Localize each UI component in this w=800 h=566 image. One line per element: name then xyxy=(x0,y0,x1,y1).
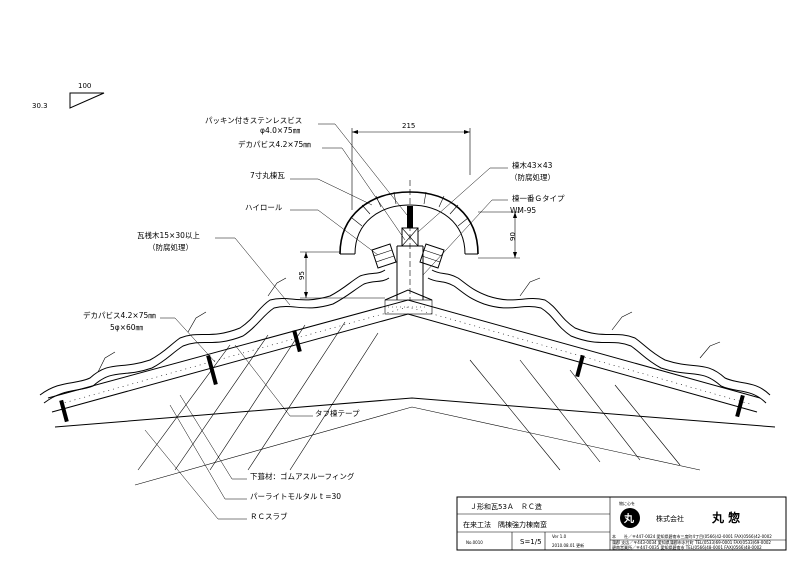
leader-packing-screw: パッキン付きステンレスビス φ4.0×75㎜ xyxy=(205,115,408,216)
label-deca-screw-top: デカパビス4.2×75㎜ xyxy=(238,139,311,149)
label-ridge-g-model: WM-95 xyxy=(510,206,536,215)
ridge-base xyxy=(384,289,433,315)
leader-slab: ＲＣスラブ xyxy=(144,429,288,521)
slope-indicator: 100 30.3 xyxy=(32,82,105,110)
label-mortar: パーライトモルタル t =30 xyxy=(250,492,341,501)
leader-batten: 瓦桟木15×30以上 （防腐処理） xyxy=(137,230,291,306)
leader-mortar: パーライトモルタル t =30 xyxy=(169,404,341,501)
label-batten-note: （防腐処理） xyxy=(148,242,193,252)
dimension-90: 90 xyxy=(478,211,520,259)
company-address-2: 蒲郡 支店／〒443-0034 愛知県蒲郡市水竹町 TEL(0533)69-00… xyxy=(612,539,771,545)
label-packing-screw: パッキン付きステンレスビス xyxy=(205,115,302,125)
title-line-1: Ｊ形和瓦53Ａ ＲＣ造 xyxy=(470,502,542,511)
label-slab: ＲＣスラブ xyxy=(250,511,288,521)
drawing-number: No.0010 xyxy=(466,540,483,545)
company-motto: 物に心を xyxy=(619,500,635,506)
leader-ridge-wood: 棟木43×43 （防腐処理） xyxy=(417,160,555,233)
label-deca-screw-left-size: 5φ×60㎜ xyxy=(110,323,144,332)
roof-tiles-right xyxy=(427,269,771,404)
company-address-1: 本 社／〒447-0024 愛知県碧南市三度町4丁目(0566)42-0001 … xyxy=(612,533,772,539)
company-logo xyxy=(620,508,640,528)
slope-rise-label: 30.3 xyxy=(32,102,48,110)
label-packing-screw-size: φ4.0×75㎜ xyxy=(260,126,301,135)
dimension-215: 215 xyxy=(351,122,471,210)
label-ridge-g: 棟一番Ｇタイプ xyxy=(512,193,565,203)
dimension-95: 95 xyxy=(298,251,385,299)
dim-95-label: 95 xyxy=(298,271,306,280)
company-address-3: 碧南営業所／〒447-0035 愛知県碧南市 TEL(0566)48-0001 … xyxy=(612,544,762,550)
title-line-2: 在来工法 隅棟強力棟南蛮 xyxy=(463,520,547,529)
battens xyxy=(59,329,745,423)
company-prefix: 株式会社 xyxy=(656,514,684,523)
title-block: Ｊ形和瓦53Ａ ＲＣ造 在来工法 隅棟強力棟南蛮 No.0010 S=1/5 V… xyxy=(456,496,787,551)
company-name: 丸 惣 xyxy=(711,510,740,525)
leader-high-roll: ハイロール xyxy=(245,203,379,256)
leader-ridge-tile: 7寸丸棟瓦 xyxy=(250,170,373,206)
label-tape: タフ棟テープ xyxy=(315,408,360,418)
label-ridge-wood-note: （防腐処理） xyxy=(510,172,555,182)
leader-deca-top: デカパビス4.2×75㎜ xyxy=(238,139,406,241)
leader-underlay: 下葺材：ゴムアスルーフィング xyxy=(179,394,355,481)
label-deca-screw-left: デカパビス4.2×75㎜ xyxy=(83,310,156,320)
label-ridge-wood: 棟木43×43 xyxy=(512,160,553,170)
dim-215-label: 215 xyxy=(402,122,415,130)
label-batten: 瓦桟木15×30以上 xyxy=(137,230,200,240)
ridge-wood xyxy=(396,180,424,300)
label-underlay: 下葺材：ゴムアスルーフィング xyxy=(250,471,355,481)
drawing-version: Ver 1.0 xyxy=(552,534,567,539)
dim-90-label: 90 xyxy=(509,232,517,241)
slab-inner-line xyxy=(134,406,701,486)
slab-hatch xyxy=(137,321,681,471)
roof-tiles-left xyxy=(39,269,390,404)
slope-triangle xyxy=(69,92,105,109)
leader-tape: タフ棟テープ xyxy=(234,344,360,418)
leader-ridge-g: 棟一番Ｇタイプ WM-95 xyxy=(422,193,565,276)
drawing-scale: S=1/5 xyxy=(520,538,542,546)
slope-run-label: 100 xyxy=(78,82,91,90)
slab-top-line xyxy=(54,397,776,428)
company-logo-char: 丸 xyxy=(623,512,635,525)
label-high-roll: ハイロール xyxy=(245,203,283,212)
high-roll xyxy=(371,243,445,269)
rc-slab xyxy=(54,321,776,486)
leader-deca-left: デカパビス4.2×75㎜ 5φ×60㎜ xyxy=(83,310,216,363)
drawing-date: 2010.08.01 更新 xyxy=(552,542,584,548)
label-ridge-tile: 7寸丸棟瓦 xyxy=(250,170,285,180)
